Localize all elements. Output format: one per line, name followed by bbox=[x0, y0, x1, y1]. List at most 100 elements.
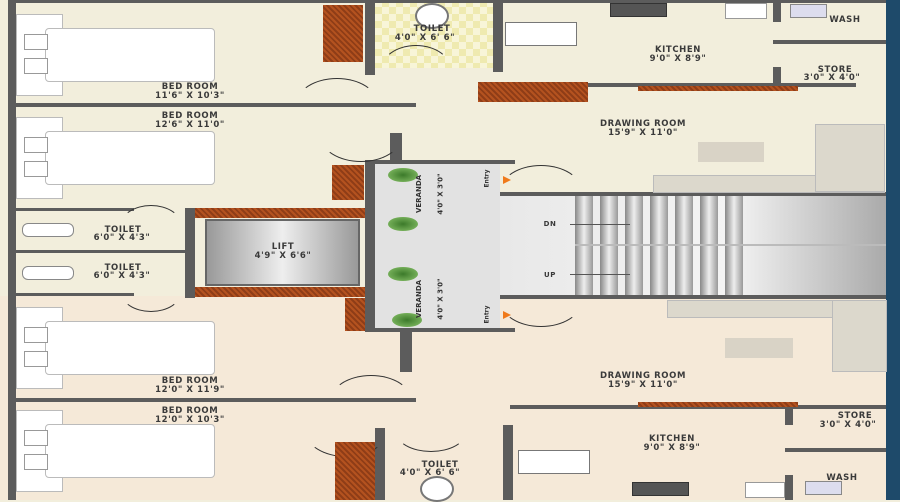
door-swing bbox=[395, 410, 467, 452]
toilet-seat-icon bbox=[415, 3, 449, 29]
bed-icon bbox=[45, 28, 215, 82]
stairs-direction-line bbox=[570, 274, 630, 275]
stair-landing-line bbox=[575, 244, 886, 246]
pillow bbox=[24, 161, 48, 177]
wall bbox=[785, 448, 886, 452]
tv-unit bbox=[638, 86, 798, 91]
wall bbox=[365, 160, 515, 164]
toilet-seat-icon bbox=[420, 476, 454, 502]
entry-label: Entry bbox=[483, 305, 491, 324]
room-size: 9'0" X 8'9" bbox=[643, 443, 701, 453]
wall bbox=[785, 405, 793, 425]
veranda-name: VERANDA bbox=[415, 174, 424, 214]
door-swing bbox=[320, 110, 402, 162]
veranda-size: 4'0" X 3'0" bbox=[436, 173, 445, 215]
room-name: DRAWING ROOM bbox=[599, 119, 687, 129]
sofa-icon bbox=[832, 300, 887, 372]
shoe-rack bbox=[345, 298, 365, 331]
room-name: TOILET bbox=[421, 460, 459, 470]
wall bbox=[785, 475, 793, 500]
wall bbox=[500, 192, 886, 196]
door-swing bbox=[500, 275, 582, 327]
lift-wall bbox=[195, 287, 365, 297]
room-size: 12'6" X 11'0" bbox=[155, 120, 225, 130]
washing-machine bbox=[790, 4, 827, 18]
dining-table-icon bbox=[478, 82, 588, 102]
plant-icon bbox=[388, 217, 418, 231]
plant-icon bbox=[388, 267, 418, 281]
room-name: BED ROOM bbox=[161, 111, 219, 121]
toilet-seat-icon bbox=[22, 223, 74, 237]
stairs-up-label: UP bbox=[543, 271, 557, 279]
wall bbox=[503, 425, 513, 500]
wall bbox=[16, 293, 134, 296]
sink-icon bbox=[745, 482, 785, 498]
room-name: KITCHEN bbox=[648, 434, 696, 444]
pillow bbox=[24, 137, 48, 153]
wall bbox=[390, 133, 402, 163]
wall bbox=[510, 405, 886, 409]
shoe-rack bbox=[332, 165, 364, 200]
wardrobe bbox=[323, 5, 363, 62]
room-size: 3'0" X 4'0" bbox=[803, 73, 861, 83]
room-name: TOILET bbox=[413, 24, 451, 34]
door-swing bbox=[330, 375, 412, 427]
wall bbox=[400, 332, 412, 372]
wall bbox=[185, 208, 195, 298]
coffee-table bbox=[698, 142, 764, 162]
room-name: WASH bbox=[826, 473, 858, 483]
plant-icon bbox=[392, 313, 422, 327]
lift-size: 4'9" X 6'6" bbox=[254, 251, 312, 261]
arrow-icon bbox=[503, 176, 511, 184]
room-size: 12'0" X 11'9" bbox=[155, 385, 225, 395]
door-swing bbox=[296, 78, 378, 130]
wall bbox=[773, 40, 886, 44]
pillow bbox=[24, 430, 48, 446]
outer-edge bbox=[886, 0, 900, 500]
pillow bbox=[24, 58, 48, 74]
wardrobe bbox=[335, 442, 375, 500]
wall bbox=[16, 398, 416, 402]
wall bbox=[16, 250, 186, 253]
wall bbox=[502, 83, 856, 87]
bed-icon bbox=[45, 424, 215, 478]
room-size: 6'0" X 4'3" bbox=[93, 271, 151, 281]
room-size: 4'0" X 6' 6" bbox=[399, 468, 461, 478]
wall bbox=[365, 0, 375, 75]
toilet-seat-icon bbox=[22, 266, 74, 280]
wall bbox=[500, 295, 886, 299]
entry-label: Entry bbox=[483, 169, 491, 188]
pillow bbox=[24, 327, 48, 343]
stove-icon bbox=[610, 3, 667, 17]
room-name: STORE bbox=[837, 411, 873, 421]
fridge bbox=[505, 22, 577, 46]
lift-name: LIFT bbox=[271, 242, 295, 252]
room-size: 3'0" X 4'0" bbox=[819, 420, 877, 430]
wall bbox=[493, 0, 503, 72]
room-name: TOILET bbox=[104, 263, 142, 273]
stairs-down-label: DN bbox=[543, 220, 557, 228]
wall bbox=[365, 328, 515, 332]
fridge bbox=[518, 450, 590, 474]
lift-car bbox=[205, 219, 360, 286]
room-size: 6'0" X 4'3" bbox=[93, 233, 151, 243]
stairs-direction-line bbox=[570, 224, 630, 225]
room-size: 9'0" X 8'9" bbox=[649, 54, 707, 64]
room-size: 4'0" X 6' 6" bbox=[394, 33, 456, 43]
room-name: BED ROOM bbox=[161, 406, 219, 416]
wall-left bbox=[8, 0, 16, 500]
room-size: 12'0" X 10'3" bbox=[155, 415, 225, 425]
room-size: 15'9" X 11'0" bbox=[608, 128, 678, 138]
room-name: WASH bbox=[829, 15, 861, 25]
room-name: TOILET bbox=[104, 225, 142, 235]
bed-icon bbox=[45, 321, 215, 375]
door-swing bbox=[500, 165, 582, 217]
wall bbox=[773, 0, 781, 22]
stove-icon bbox=[632, 482, 689, 496]
plant-icon bbox=[388, 168, 418, 182]
wall bbox=[773, 67, 781, 85]
room-name: STORE bbox=[817, 65, 853, 75]
lift-wall bbox=[195, 208, 365, 218]
sink-icon bbox=[725, 3, 767, 19]
wall bbox=[375, 428, 385, 500]
